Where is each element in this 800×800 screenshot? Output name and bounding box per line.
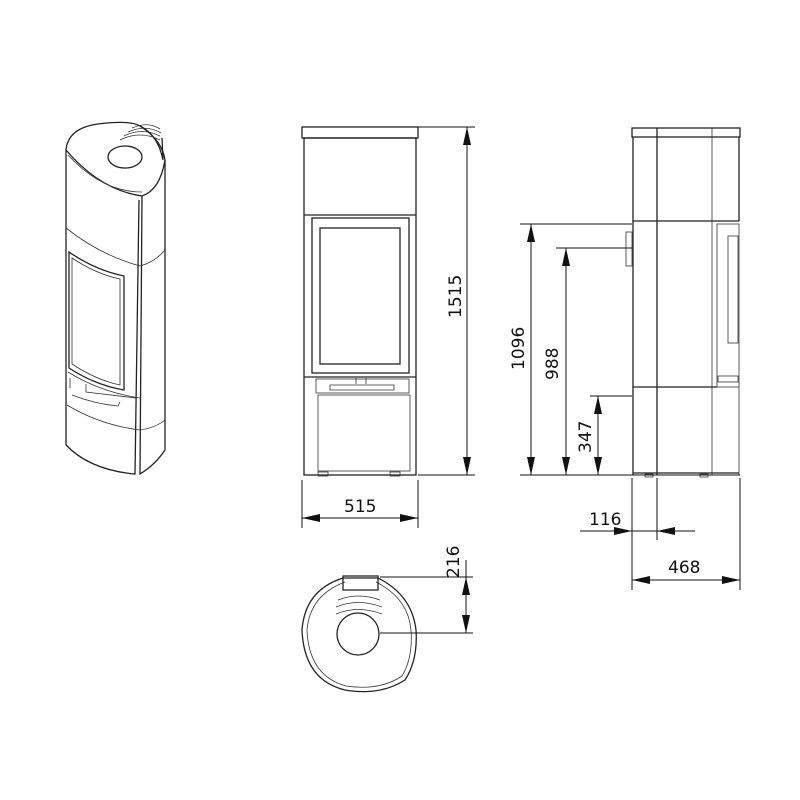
flue-circle: [336, 612, 380, 656]
front-view: [301, 126, 419, 477]
side-view: [625, 127, 741, 478]
dimension-depth-side: 468: [668, 558, 700, 578]
dimension-air-inlet-height: 347: [576, 421, 596, 453]
side-dimensions: 1096 988 347 116 468: [509, 223, 741, 590]
dimension-flue-height-center: 988: [543, 348, 563, 380]
isometric-view: [65, 121, 166, 476]
top-dimensions: 216: [380, 546, 473, 634]
dimension-flue-offset: 116: [589, 510, 621, 530]
top-view: [301, 575, 417, 693]
front-dimensions: 1515 515: [301, 126, 475, 528]
dimension-top-flue-offset: 216: [444, 546, 464, 578]
glass-window: [319, 227, 401, 365]
dimension-flue-height-top: 1096: [509, 327, 529, 370]
dimension-width-front: 515: [344, 497, 376, 517]
door-frame: [311, 217, 410, 374]
dimension-height-total: 1515: [446, 275, 466, 318]
flue-pipe: [625, 231, 633, 267]
flue-outlet-icon: [107, 145, 143, 169]
